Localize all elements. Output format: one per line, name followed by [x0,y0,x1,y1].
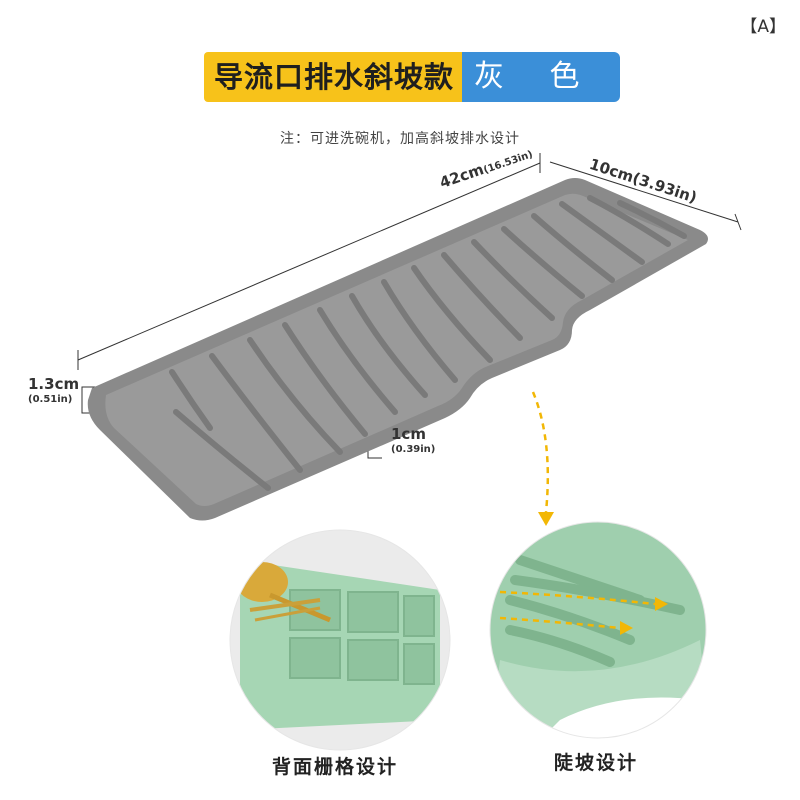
height-in: (0.51in) [28,394,73,405]
slope-detail-image [490,522,706,738]
lip-cm: 1cm [391,425,426,443]
arrow-down-icon [531,391,554,526]
height-cm: 1.3cm [28,375,80,393]
slope-design-caption: 陡坡设计 [554,752,639,774]
product-note: 注：可进洗碗机，加高斜坡排水设计 [280,131,520,147]
title-color-label: 灰 色 [462,52,620,102]
mat-inner [105,193,688,506]
height-dimension: 1.3cm (0.51in) [28,376,79,408]
grid-design-caption: 背面栅格设计 [272,756,399,778]
grid-detail-image [230,530,450,750]
title-banner: 导流口排水斜坡款 灰 色 [204,52,620,102]
corner-tag: 【A】 [740,17,786,37]
drainer-mat [87,178,708,521]
lip-in: (0.39in) [391,444,436,455]
lip-dimension: 1cm (0.39in) [391,426,435,458]
title-main: 导流口排水斜坡款 [204,52,463,102]
mat-ridges [169,195,687,491]
